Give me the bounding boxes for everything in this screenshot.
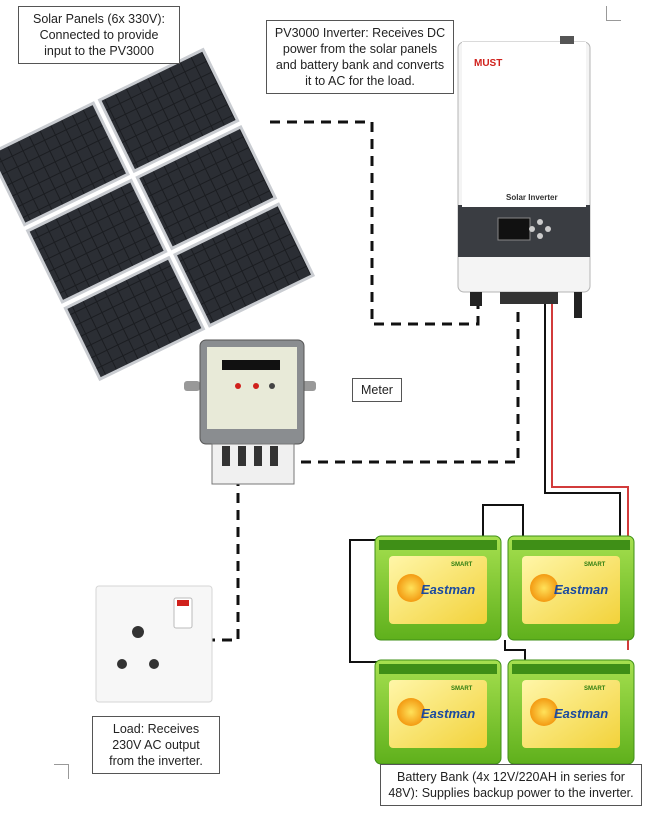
inverter-label: PV3000 Inverter: Receives DC power from … xyxy=(266,20,454,94)
meter-label: Meter xyxy=(352,378,402,402)
solar-panel-3 xyxy=(25,178,168,304)
inverter-buttons xyxy=(529,219,551,239)
meter-counter-display xyxy=(222,360,280,370)
wire-left-side xyxy=(349,539,382,663)
inverter-brand-logo: MUST xyxy=(474,58,502,69)
battery-4-brand: Eastman xyxy=(554,706,608,721)
inverter-to-meter-link xyxy=(296,312,520,464)
battery-3-badge: SMART xyxy=(451,686,473,692)
battery-1-badge: SMART xyxy=(451,562,473,568)
battery-bank-label: Battery Bank (4x 12V/220AH in series for… xyxy=(380,764,642,806)
panel-to-inverter-link xyxy=(270,120,480,326)
inverter-model-text: Solar Inverter xyxy=(506,193,558,202)
load-label: Load: Receives 230V AC output from the i… xyxy=(92,716,220,774)
solar-panel-6 xyxy=(173,202,316,328)
dashed-connections xyxy=(210,120,520,642)
battery-1: Eastman SMART xyxy=(374,535,502,641)
wire-black-main xyxy=(544,302,621,540)
solar-panel-1 xyxy=(0,101,130,227)
solar-panel-4 xyxy=(135,124,278,251)
wall-socket xyxy=(95,585,213,703)
battery-1-brand: Eastman xyxy=(421,582,475,597)
energy-meter xyxy=(184,339,316,485)
solar-panel-5 xyxy=(63,255,206,382)
wire-red-main xyxy=(551,302,629,540)
battery-3-brand: Eastman xyxy=(421,706,475,721)
solar-panels-label: Solar Panels (6x 330V): Connected to pro… xyxy=(18,6,180,64)
inverter-unit: MUST Solar Inverter xyxy=(457,36,591,318)
battery-wiring xyxy=(349,302,629,665)
battery-3: Eastman SMART xyxy=(374,659,502,765)
battery-2-brand: Eastman xyxy=(554,582,608,597)
solar-panel-array xyxy=(0,47,316,382)
battery-2: Eastman SMART xyxy=(507,535,635,641)
inverter-lcd-screen xyxy=(497,217,531,241)
crop-corner-top-right xyxy=(606,6,621,21)
battery-4: Eastman SMART xyxy=(507,659,635,765)
crop-corner-bottom-left xyxy=(54,764,69,779)
meter-to-load-link xyxy=(210,476,240,642)
battery-4-badge: SMART xyxy=(584,686,606,692)
wire-middle-jumper xyxy=(504,640,526,665)
socket-earth-hole xyxy=(132,626,144,638)
battery-2-badge: SMART xyxy=(584,562,606,568)
wire-top-jumper xyxy=(482,504,524,540)
solar-panel-2 xyxy=(97,47,240,174)
